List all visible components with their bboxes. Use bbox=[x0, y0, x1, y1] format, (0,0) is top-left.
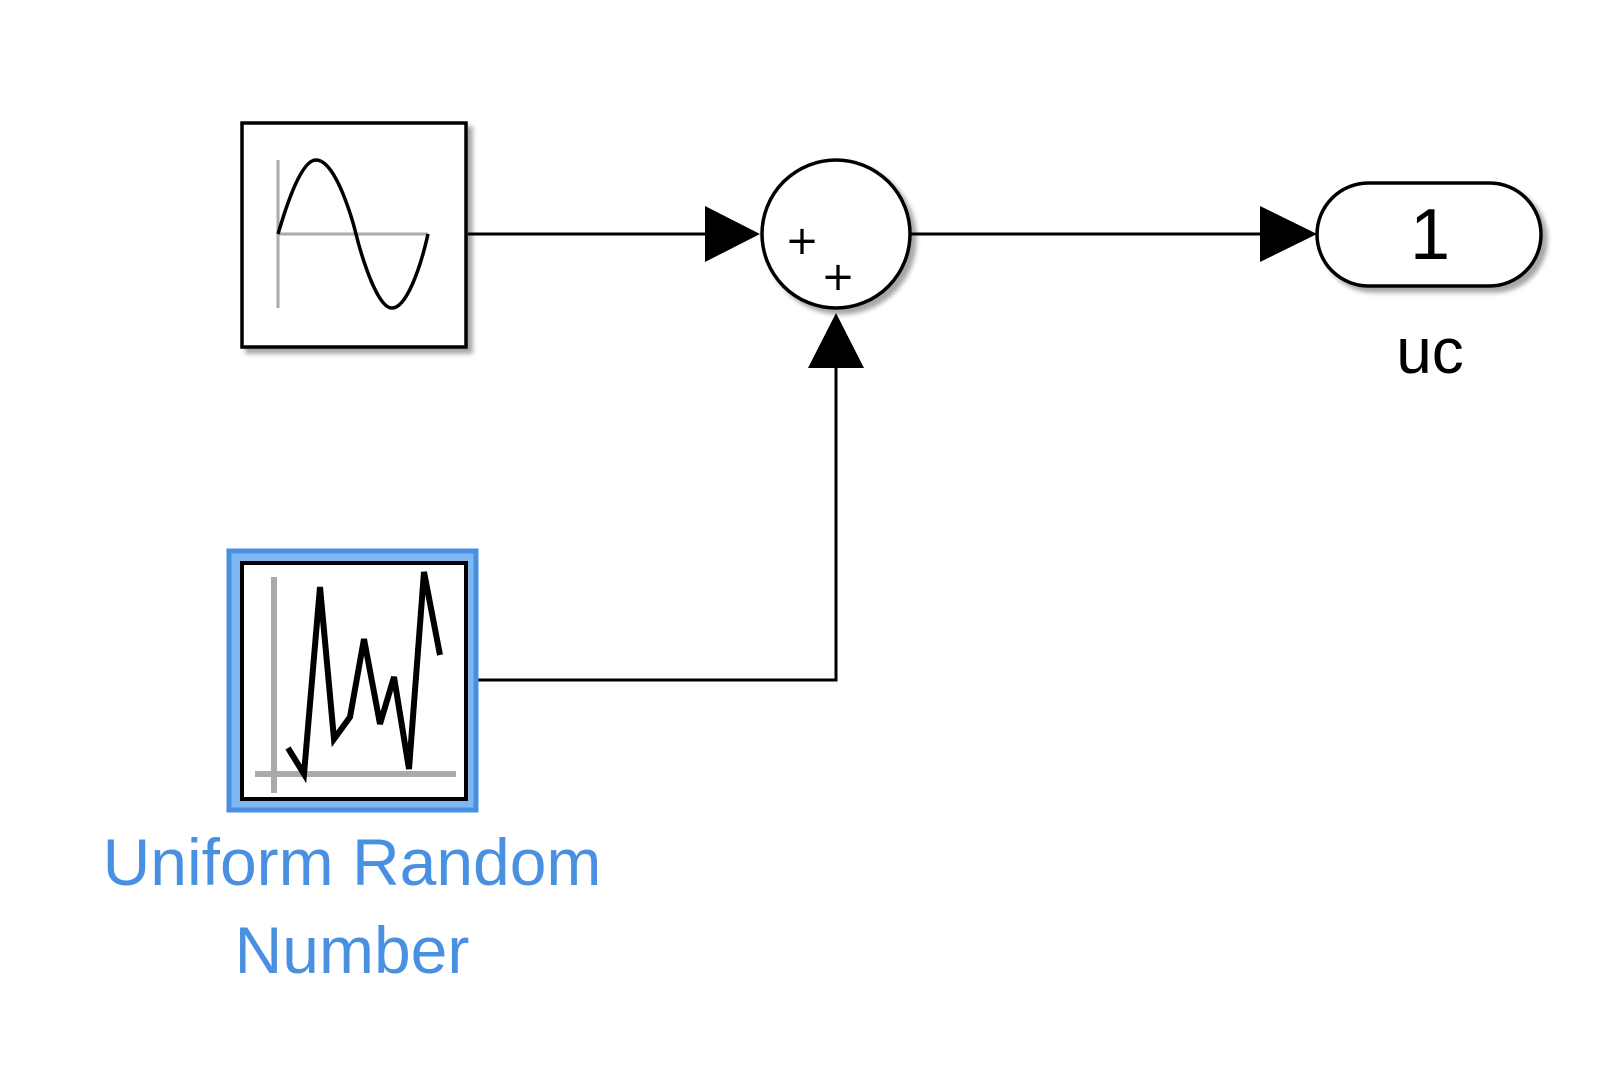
outport-block[interactable]: 1 uc bbox=[1315, 181, 1543, 387]
uniform-random-number-block[interactable]: Uniform Random Number bbox=[103, 548, 602, 987]
sum-sign-1: + bbox=[785, 218, 819, 264]
signal-random-to-sum[interactable] bbox=[468, 368, 838, 682]
sum-block[interactable]: + + bbox=[760, 158, 912, 310]
outport-block-body[interactable] bbox=[1315, 181, 1543, 288]
arrowhead-sum-input-1 bbox=[705, 206, 760, 262]
outport-number: 1 bbox=[1410, 195, 1450, 275]
uniform-random-number-label-line2: Number bbox=[235, 913, 470, 987]
sum-block-body[interactable] bbox=[760, 158, 912, 310]
arrowhead-sum-input-2 bbox=[808, 313, 864, 368]
random-signal-icon bbox=[285, 571, 443, 784]
uniform-random-number-label-line1: Uniform Random bbox=[103, 825, 602, 899]
sine-wave-block[interactable] bbox=[240, 121, 468, 349]
sine-wave-icon bbox=[276, 158, 430, 310]
signal-lines bbox=[468, 206, 1317, 682]
arrowhead-outport-input bbox=[1260, 206, 1317, 262]
sum-sign-2: + bbox=[821, 254, 855, 300]
outport-name-label: uc bbox=[1396, 315, 1464, 387]
